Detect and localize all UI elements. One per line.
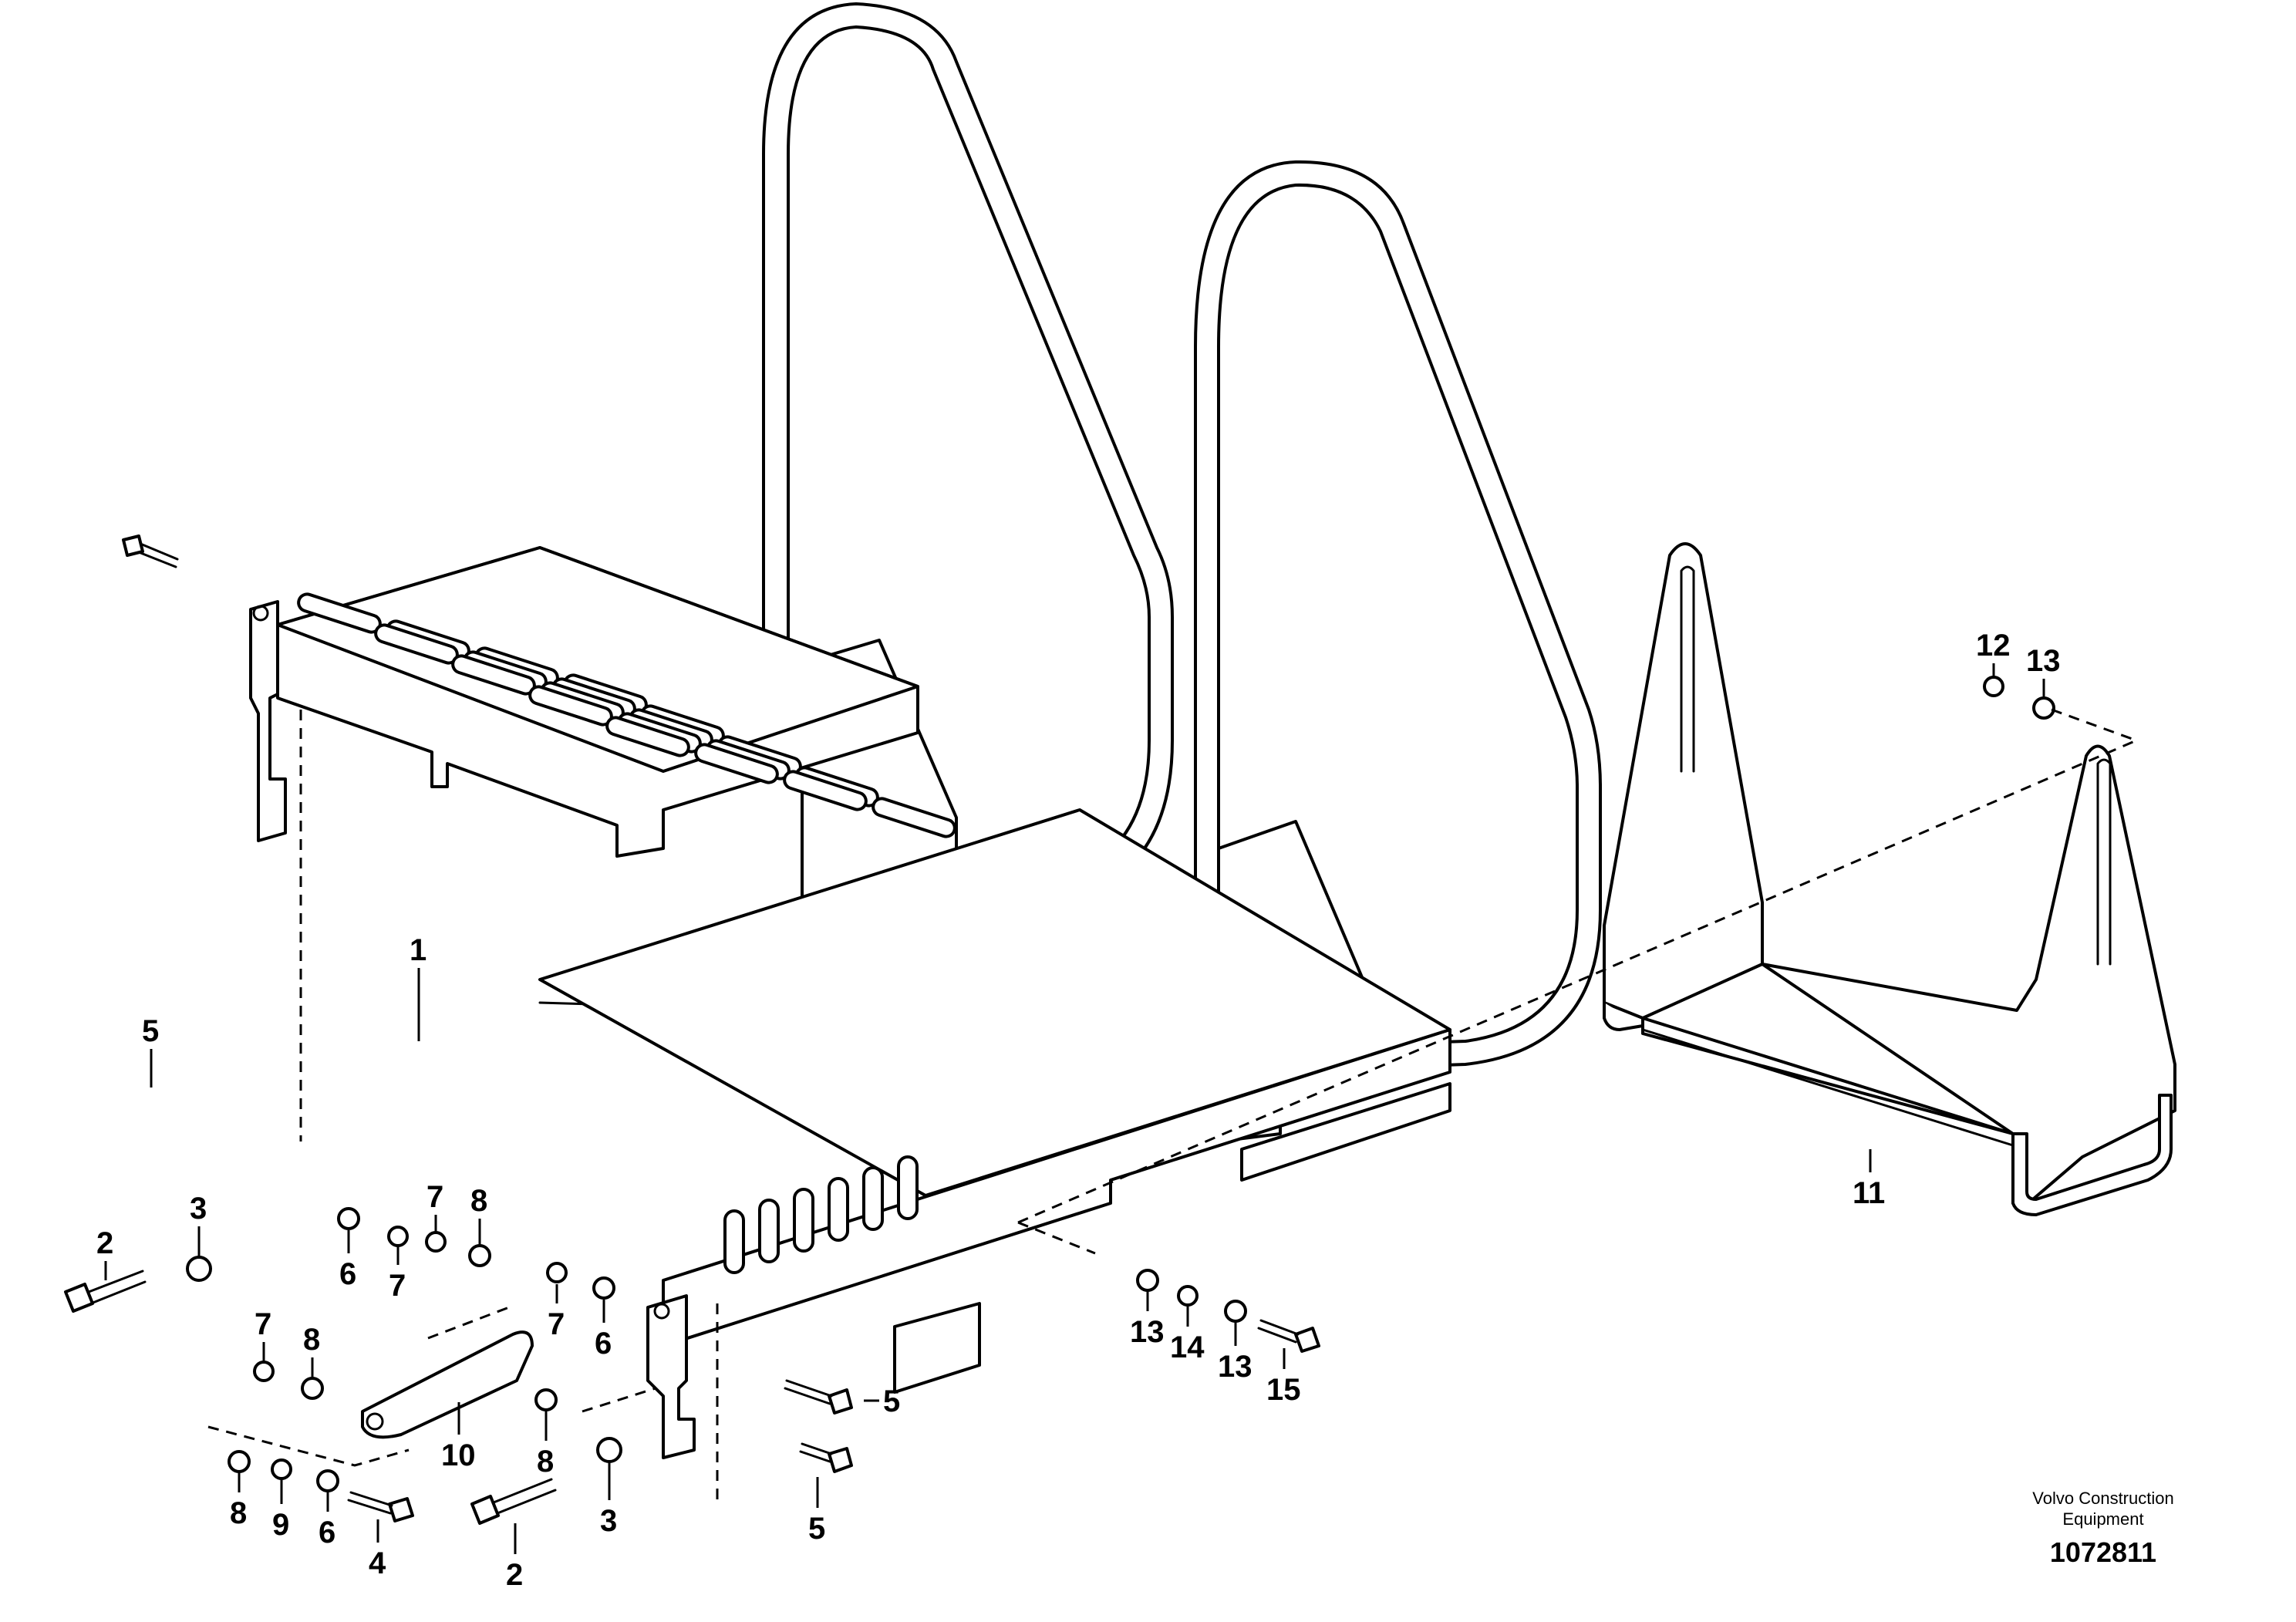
end-bracket-left: [249, 600, 287, 842]
grating-tread: [276, 546, 956, 1274]
nut-9: [271, 1458, 292, 1480]
drawing-number: 1072811: [2050, 1536, 2156, 1568]
step-plate: [1603, 542, 2176, 1216]
small-parts: [64, 534, 2055, 1525]
callout-6: 6: [319, 1516, 335, 1549]
side-rail-slot: [828, 1177, 849, 1242]
callout-12: 12: [1976, 629, 2011, 663]
footer-block: Volvo Construction Equipment 1072811: [2032, 1489, 2173, 1568]
nut-7-mid: [425, 1231, 447, 1253]
washer-8-bottom: [228, 1450, 251, 1473]
washer-8-lower: [301, 1377, 324, 1400]
nut-7-center: [546, 1262, 568, 1283]
callout-8: 8: [303, 1323, 320, 1357]
washer-6-center: [592, 1276, 615, 1300]
callout-5: 5: [883, 1384, 900, 1418]
step-bracket-10: [361, 1330, 534, 1439]
grating-slot: [783, 770, 868, 811]
bolt-5-bottom: [799, 1442, 853, 1473]
side-rail-slot: [862, 1166, 884, 1231]
assembly-lines: [207, 708, 2137, 1504]
callout-13: 13: [2026, 644, 2061, 678]
nut-12: [1983, 676, 2004, 697]
bolt-5-right: [784, 1379, 853, 1415]
washer-6-upper: [337, 1207, 360, 1230]
nut-7-lower: [253, 1361, 275, 1382]
bolt-15: [1257, 1319, 1320, 1353]
nut-3-lower: [596, 1437, 622, 1463]
callout-8: 8: [537, 1445, 554, 1479]
callout-7: 7: [389, 1269, 406, 1303]
callout-10: 10: [441, 1438, 476, 1472]
washer-13-top: [2032, 696, 2055, 720]
callout-15: 15: [1266, 1373, 1301, 1407]
callout-3: 3: [600, 1504, 617, 1538]
bolt-2-lower: [470, 1478, 557, 1525]
callout-2: 2: [506, 1558, 523, 1592]
washer-13-right: [1224, 1300, 1247, 1323]
side-rail-slot: [758, 1199, 780, 1263]
grating-slot: [872, 797, 956, 838]
callout-7: 7: [255, 1307, 271, 1341]
callout-8: 8: [230, 1496, 247, 1530]
callout-1: 1: [410, 933, 426, 967]
callout-6: 6: [595, 1327, 612, 1361]
washer-8-mid: [468, 1244, 491, 1267]
step-frame: [538, 808, 1451, 1394]
bolt-5-top-left: [122, 534, 179, 568]
company-name-line1: Volvo Construction: [2032, 1489, 2173, 1508]
nut-3-left: [186, 1256, 212, 1282]
grating-slot: [605, 716, 690, 757]
side-rail-slot: [723, 1209, 745, 1274]
callout-5: 5: [808, 1512, 825, 1546]
washer-8-right: [534, 1388, 558, 1411]
callout-13: 13: [1218, 1350, 1253, 1384]
nut-7-upper: [387, 1226, 409, 1247]
washer-6-bottom: [316, 1469, 339, 1492]
callout-11: 11: [1853, 1176, 1885, 1210]
callout-7: 7: [548, 1307, 565, 1341]
callout-5: 5: [142, 1014, 159, 1048]
callout-14: 14: [1170, 1330, 1205, 1364]
callout-labels: 1 2 2 3 3 4 5 5 5 6 6 6 7 7 7 7 8 8 8 8 …: [96, 629, 2061, 1592]
callout-2: 2: [96, 1226, 113, 1260]
company-name-line2: Equipment: [2062, 1509, 2143, 1529]
side-rail-slot: [793, 1188, 814, 1253]
grating-slot: [694, 743, 779, 784]
callout-9: 9: [272, 1508, 289, 1542]
leader-lines: [104, 663, 2045, 1554]
end-bracket-right: [646, 1294, 696, 1459]
callout-8: 8: [470, 1184, 487, 1218]
callout-6: 6: [339, 1257, 356, 1291]
washer-13-left: [1136, 1269, 1159, 1292]
callout-13: 13: [1130, 1315, 1165, 1349]
bolt-2-left: [64, 1270, 147, 1313]
callout-4: 4: [369, 1546, 386, 1580]
bolt-4: [347, 1491, 414, 1523]
callout-3: 3: [190, 1192, 207, 1226]
callout-7: 7: [426, 1180, 443, 1214]
nut-14: [1177, 1285, 1199, 1307]
side-rail-slot: [897, 1155, 919, 1220]
